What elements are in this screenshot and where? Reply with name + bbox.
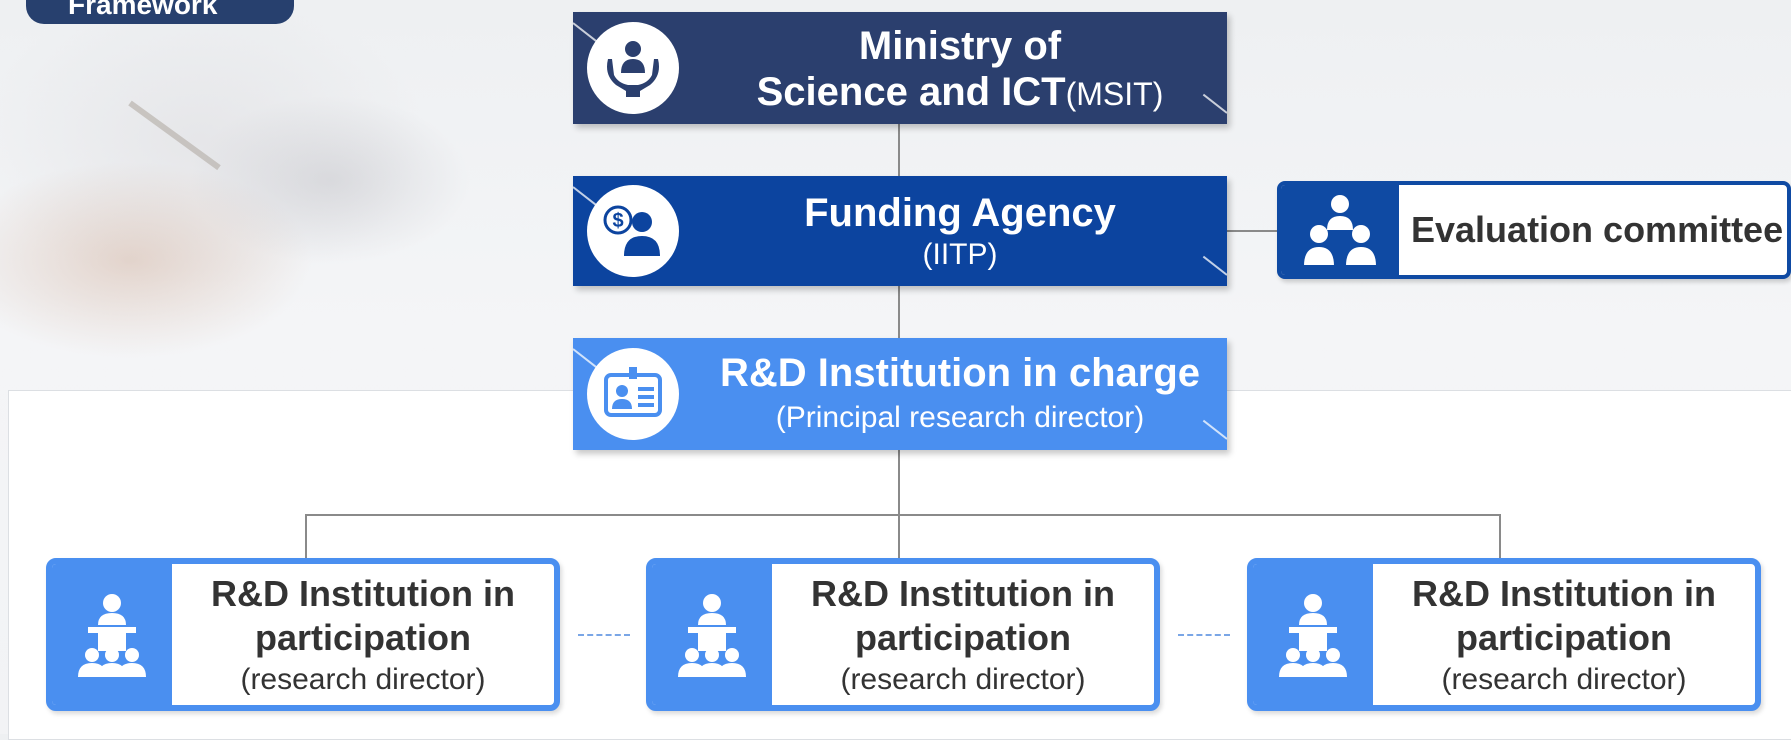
participant-line2: participation — [254, 616, 472, 658]
evaluation-committee-label: Evaluation committee — [1411, 209, 1784, 250]
committee-group-icon — [1301, 195, 1379, 267]
connector-ministry-funding — [898, 124, 900, 176]
participant-text: R&D Institution in participation (resear… — [772, 564, 1154, 705]
connector-funding-evaluation — [1226, 230, 1278, 232]
background-photo — [0, 0, 620, 400]
ministry-title-line1: Ministry of — [858, 24, 1062, 68]
connector-left-down — [305, 514, 307, 558]
participant-text: R&D Institution in participation (resear… — [172, 564, 554, 705]
evaluation-committee-box: Evaluation committee — [1277, 181, 1791, 279]
ministry-box: Ministry of Science and ICT(MSIT) — [573, 12, 1227, 124]
framework-tab: Framework — [26, 0, 294, 24]
participant-line1: R&D Institution in — [811, 572, 1115, 614]
icon-panel — [1281, 185, 1399, 275]
framework-tab-label: Framework — [68, 0, 218, 20]
dashed-link-2 — [1178, 634, 1230, 636]
funding-agency-title: Funding Agency — [804, 191, 1116, 235]
participant-line1: R&D Institution in — [1412, 572, 1716, 614]
dashed-link-1 — [578, 634, 630, 636]
participant-box-2: R&D Institution in participation (resear… — [646, 558, 1160, 711]
id-card-icon — [587, 348, 679, 440]
icon-panel — [652, 564, 772, 705]
rnd-in-charge-box: R&D Institution in charge (Principal res… — [573, 338, 1227, 450]
connector-horizontal — [305, 514, 1500, 516]
rnd-in-charge-sub: (Principal research director) — [775, 401, 1145, 434]
icon-panel — [52, 564, 172, 705]
participant-text: R&D Institution in participation (resear… — [1373, 564, 1755, 705]
lecturer-podium-icon — [678, 593, 746, 677]
connector-charge-down — [898, 450, 900, 558]
caring-hands-icon — [587, 22, 679, 114]
connector-funding-charge — [898, 286, 900, 338]
ministry-abbrev: (MSIT) — [1065, 76, 1164, 112]
participant-box-3: R&D Institution in participation (resear… — [1247, 558, 1761, 711]
ministry-title-line2: Science and ICT(MSIT) — [693, 70, 1227, 116]
corner-accent — [573, 348, 598, 369]
corner-accent — [573, 22, 598, 43]
svg-text:$: $ — [612, 210, 623, 232]
participant-line2: participation — [854, 616, 1072, 658]
funding-person-icon: $ — [587, 185, 679, 277]
lecturer-podium-icon — [78, 593, 146, 677]
funding-agency-box: $ Funding Agency (IITP) — [573, 176, 1227, 286]
funding-agency-sub: (IITP) — [922, 238, 998, 271]
ministry-name: Science and ICT — [756, 70, 1066, 114]
connector-right-down — [1499, 514, 1501, 558]
participant-sub: (research director) — [240, 662, 486, 696]
rnd-in-charge-title: R&D Institution in charge — [720, 351, 1200, 395]
participant-box-1: R&D Institution in participation (resear… — [46, 558, 560, 711]
corner-accent — [573, 186, 598, 207]
icon-panel — [1253, 564, 1373, 705]
participant-line1: R&D Institution in — [211, 572, 515, 614]
participant-line2: participation — [1455, 616, 1673, 658]
participant-sub: (research director) — [1441, 662, 1687, 696]
participant-sub: (research director) — [840, 662, 1086, 696]
lecturer-podium-icon — [1279, 593, 1347, 677]
